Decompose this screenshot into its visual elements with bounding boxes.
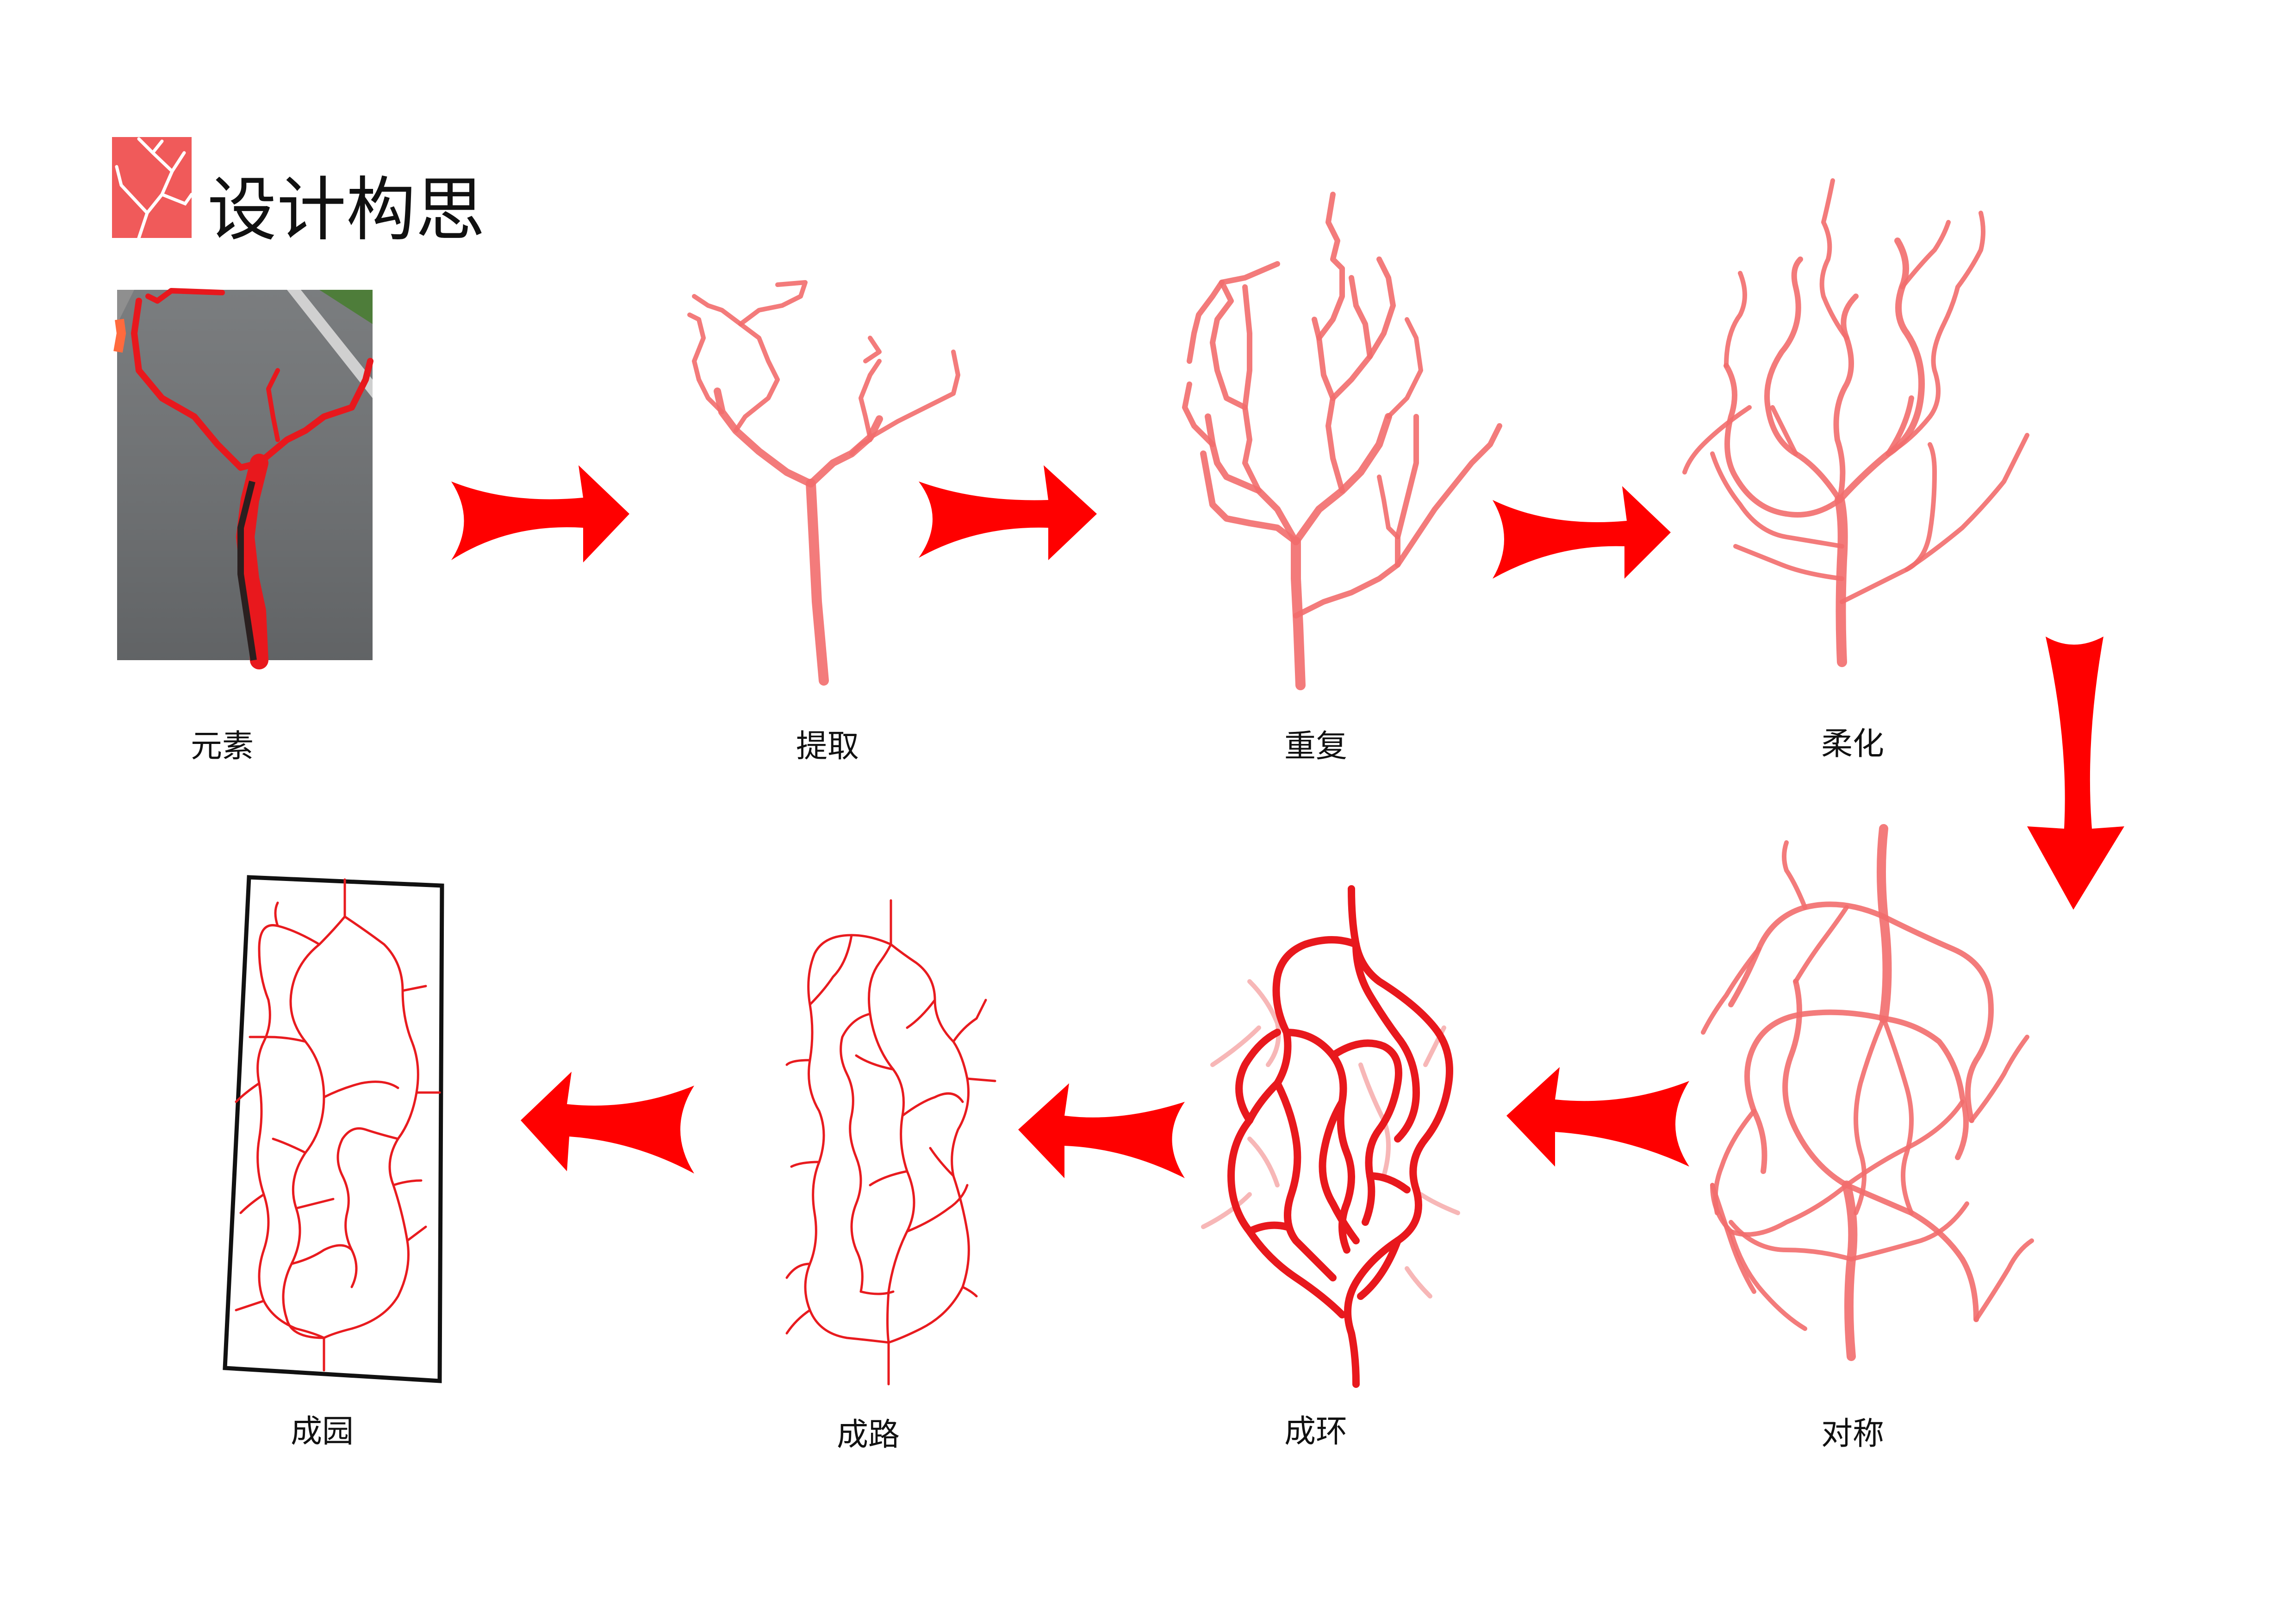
step-garden-drawing	[223, 875, 444, 1383]
step-symmetry-drawing	[1701, 824, 2034, 1361]
page-title: 设计构思	[207, 170, 485, 250]
arrow-left-3	[521, 1072, 694, 1174]
step-label-soften: 柔化	[1821, 726, 1884, 762]
crack-logo-icon	[112, 137, 193, 240]
step-label-symmetry: 对称	[1821, 1416, 1884, 1452]
step-label-repeat: 重复	[1284, 728, 1347, 765]
garden-boundary-frame	[223, 875, 444, 1383]
arrow-right-2	[919, 465, 1097, 560]
step-repeat-drawing	[1182, 192, 1502, 690]
step-label-extract: 提取	[796, 728, 859, 765]
step-label-path: 成路	[837, 1417, 900, 1453]
step-labels: 元素 提取 重复 柔化 对称 成环 成路 成园	[191, 726, 1884, 1453]
step-loop-drawing	[1201, 885, 1460, 1388]
step-path-drawing	[785, 899, 996, 1386]
arrow-left-1	[1506, 1067, 1689, 1167]
arrow-right-3	[1493, 486, 1671, 579]
step-soften-drawing	[1682, 178, 2029, 667]
arrow-down	[2027, 637, 2124, 910]
step-extract-drawing	[687, 280, 960, 686]
arrow-left-2	[1018, 1083, 1185, 1178]
step-label-loop: 成环	[1284, 1413, 1347, 1450]
step-label-element: 元素	[191, 728, 254, 765]
step-label-garden: 成园	[291, 1413, 354, 1450]
step-element-photo	[113, 288, 373, 669]
arrow-right-1	[451, 465, 629, 562]
header: 设计构思	[112, 137, 485, 250]
